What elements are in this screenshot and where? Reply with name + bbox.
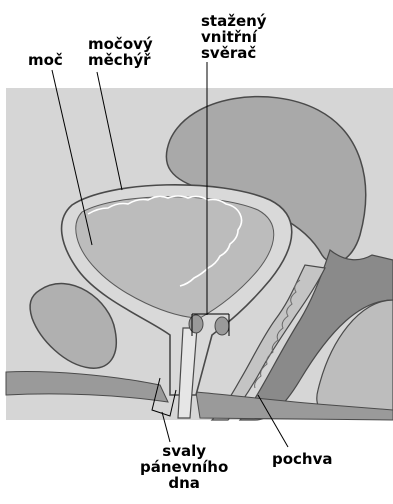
sphincter-right xyxy=(215,317,229,335)
label-pelvic-floor-line-3: dna xyxy=(140,475,228,491)
label-bladder-line-2: měchýř xyxy=(88,52,153,68)
label-pelvic-floor-line-2: pánevního xyxy=(140,459,228,475)
label-sphincter: stažený vnitřní svěrač xyxy=(201,13,267,61)
label-sphincter-line-3: svěrač xyxy=(201,45,267,61)
label-pelvic-floor-line-1: svaly xyxy=(140,443,228,459)
label-vagina: pochva xyxy=(272,451,333,467)
label-urine: moč xyxy=(28,52,63,68)
label-pelvic-floor: svaly pánevního dna xyxy=(140,443,228,491)
label-sphincter-line-1: stažený xyxy=(201,13,267,29)
label-vagina-line-1: pochva xyxy=(272,451,333,467)
label-bladder-line-1: močový xyxy=(88,36,153,52)
label-bladder: močový měchýř xyxy=(88,36,153,68)
label-urine-line-1: moč xyxy=(28,52,63,68)
label-sphincter-line-2: vnitřní xyxy=(201,29,267,45)
sphincter-left xyxy=(189,315,203,333)
